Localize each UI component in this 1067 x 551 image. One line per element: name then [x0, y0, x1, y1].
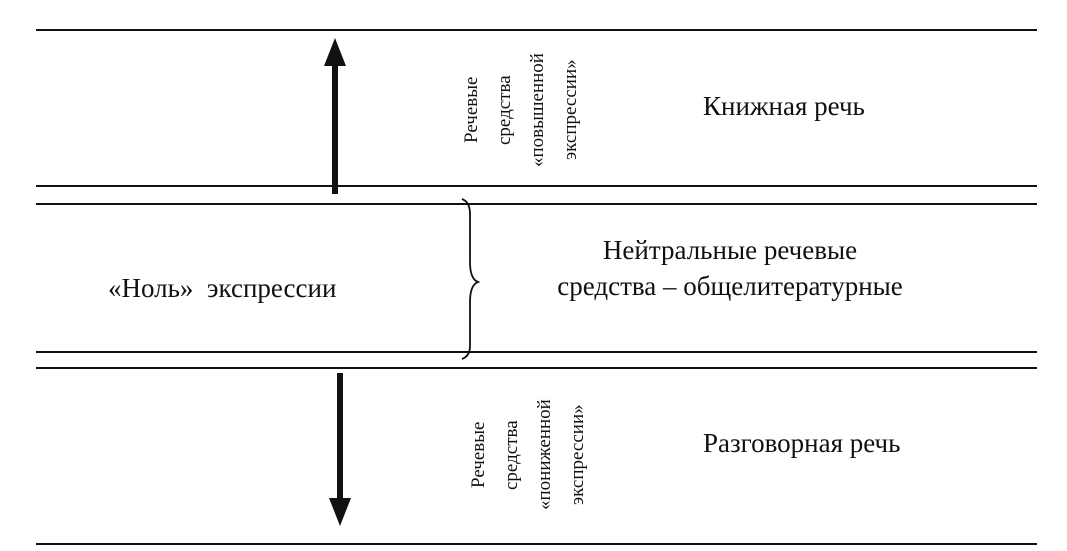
bottom-border-line [36, 543, 1037, 545]
curly-brace-icon [461, 198, 481, 360]
colloquial-means-label: Речевые средства «пониженной экспрессии» [462, 375, 594, 535]
colloquial-means-line: «пониженной [534, 399, 555, 511]
colloquial-speech-title: Разговорная речь [703, 428, 901, 458]
bookish-means-line: средства [494, 75, 515, 145]
upper-divider-line [36, 185, 1037, 187]
colloquial-means-line: Речевые [468, 421, 489, 489]
up-arrow-icon [324, 38, 346, 194]
down-arrow-icon [329, 373, 351, 526]
bookish-means-label: Речевые средства «повышенной экспрессии» [455, 36, 587, 184]
second-lower-divider-line [36, 367, 1037, 369]
middle-divider-line [36, 203, 1037, 205]
bookish-means-line: экспрессии» [560, 59, 581, 161]
zero-expression-label: «Ноль» экспрессии [108, 273, 337, 303]
bookish-means-line: Речевые [461, 76, 482, 144]
bookish-speech-title: Книжная речь [703, 91, 865, 121]
bookish-means-line: «повышенной [527, 53, 548, 167]
colloquial-means-line: экспрессии» [567, 404, 588, 506]
neutral-description-line: Нейтральные речевые [602, 235, 858, 265]
top-border-line [36, 29, 1037, 31]
neutral-means-description: Нейтральные речевые средства – общелитер… [520, 232, 940, 304]
lower-divider-line [36, 351, 1037, 353]
neutral-description-line: средства – общелитературные [557, 271, 903, 301]
colloquial-means-line: средства [501, 420, 522, 490]
